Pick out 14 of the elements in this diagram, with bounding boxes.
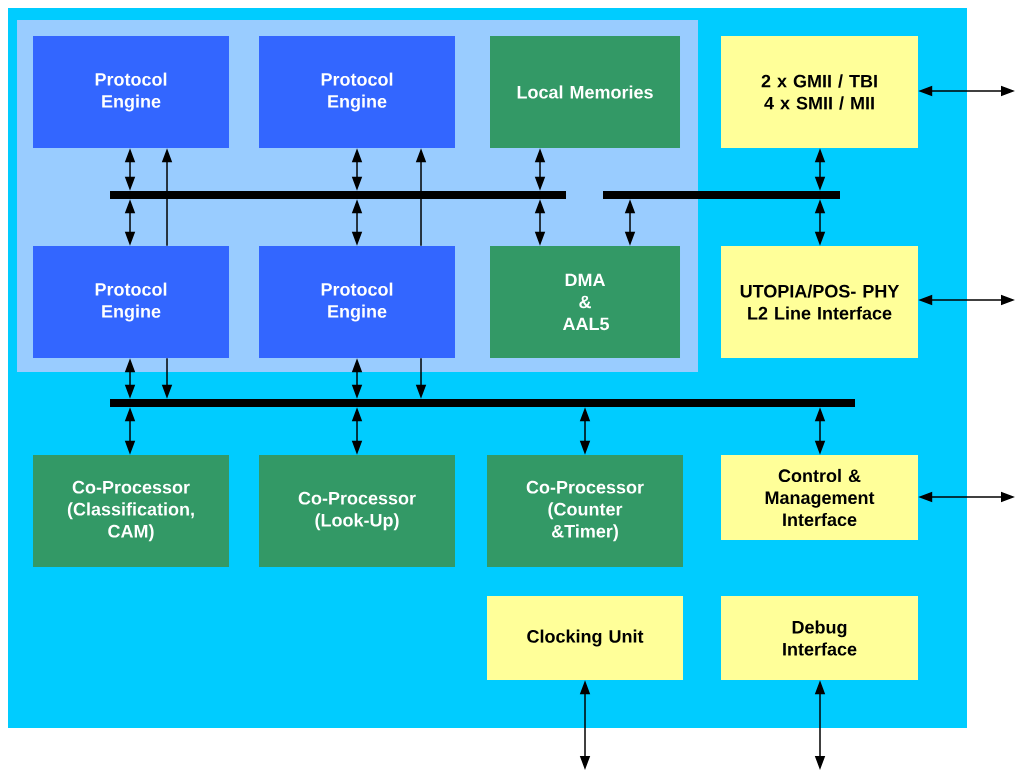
interface-box: Control & Management Interface: [721, 455, 918, 540]
engine-box: Protocol Engine: [33, 246, 229, 358]
dma-box: DMA & AAL5: [490, 246, 680, 358]
coprocessor-box: Co-Processor (Look-Up): [259, 455, 455, 567]
coprocessor-box: Co-Processor (Counter &Timer): [487, 455, 683, 567]
engine-box: Protocol Engine: [259, 36, 455, 148]
interface-box: UTOPIA/POS- PHY L2 Line Interface: [721, 246, 918, 358]
clock-box: Clocking Unit: [487, 596, 683, 680]
engine-box: Protocol Engine: [259, 246, 455, 358]
engine-box: Protocol Engine: [33, 36, 229, 148]
interface-box: Debug Interface: [721, 596, 918, 680]
coprocessor-box: Co-Processor (Classification, CAM): [33, 455, 229, 567]
memory-box: Local Memories: [490, 36, 680, 148]
interface-box: 2 x GMII / TBI 4 x SMII / MII: [721, 36, 918, 148]
